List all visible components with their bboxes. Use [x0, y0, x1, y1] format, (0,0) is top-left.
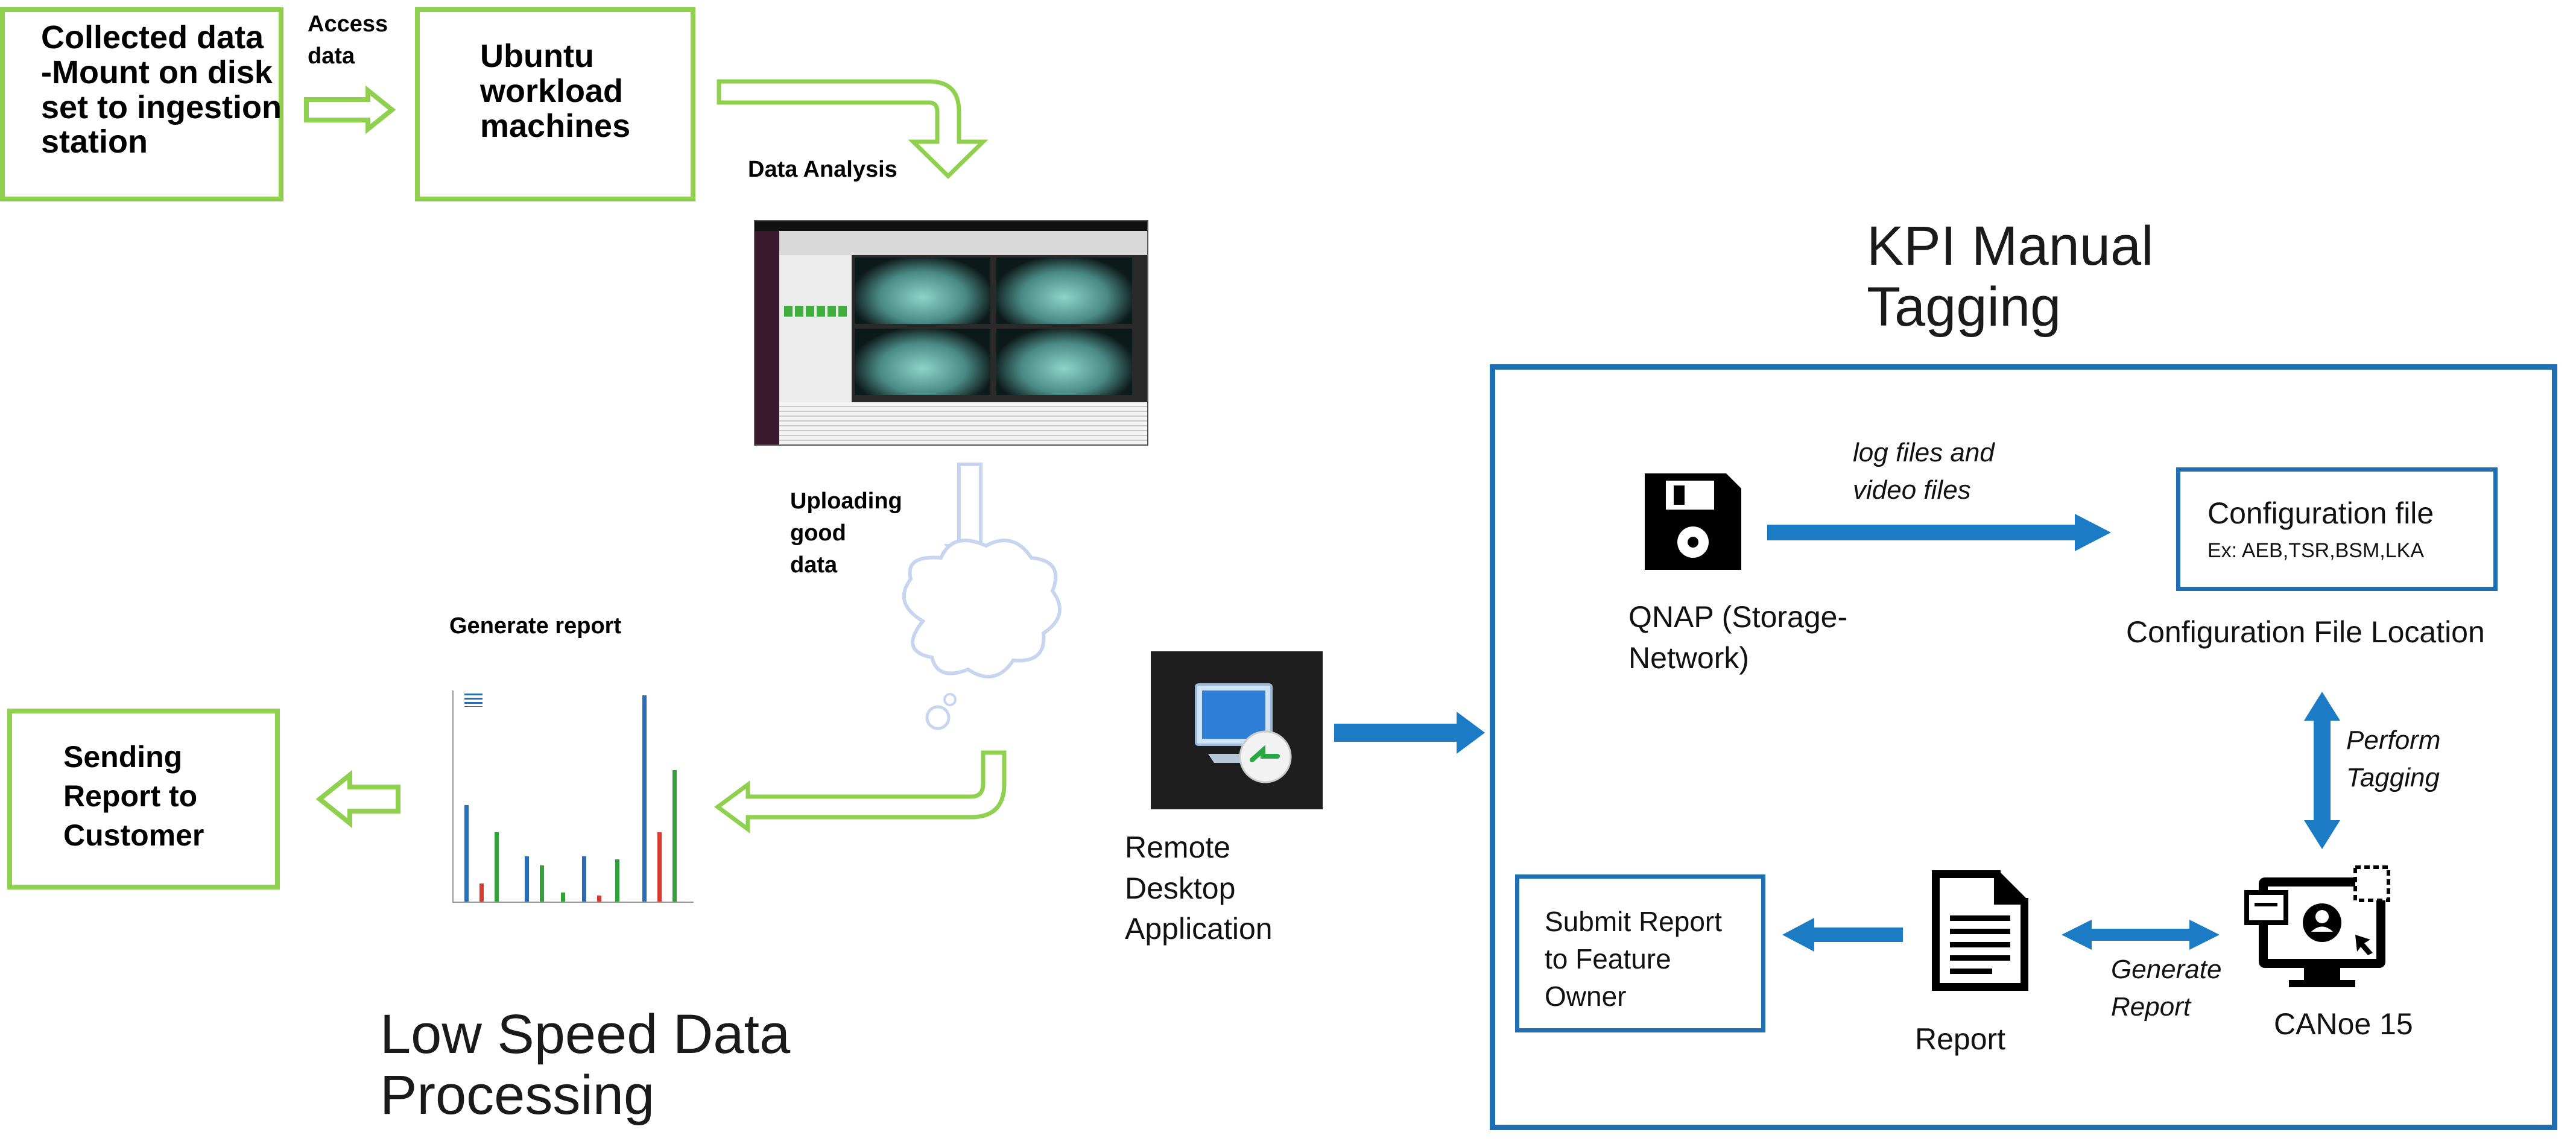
report-chart-bar — [540, 865, 544, 902]
remote-desktop-label: Remote Desktop Application — [1125, 830, 1273, 946]
blue-arrow-generate-report — [2062, 920, 2220, 950]
report-document-icon — [1929, 867, 2031, 994]
blue-arrow-remote-to-kpi — [1334, 712, 1485, 754]
report-chart-bar — [582, 856, 586, 902]
canoe-icon — [2244, 862, 2400, 992]
blue-arrow-report-to-submit — [1782, 918, 1903, 952]
report-chart-bar — [495, 832, 499, 902]
collected-data-box: Collected data -Mount on disk set to ing… — [0, 7, 283, 201]
qnap-label: QNAP (Storage-Network) — [1628, 600, 1848, 675]
report-chart-axis-x — [452, 902, 694, 903]
camera-view-4 — [996, 329, 1132, 395]
camera-view-1 — [855, 258, 990, 324]
kpi-container — [1490, 364, 2557, 1130]
blue-arrow-qnap-to-config — [1767, 514, 2111, 551]
sending-report-box: Sending Report to Customer — [7, 709, 280, 890]
submit-report-text: Submit Report to Feature Owner — [1545, 906, 1723, 1013]
collected-data-text: Collected data -Mount on disk set to ing… — [41, 19, 282, 160]
ubuntu-box: Ubuntu workload machines — [415, 7, 695, 201]
access-data-label: Access data — [308, 11, 388, 69]
configuration-file-box: Configuration file Ex: AEB,TSR,BSM,LKA — [2176, 467, 2498, 591]
screenshot-side-panel — [779, 255, 852, 406]
screenshot-log-panel — [779, 402, 1147, 444]
generate-report-kpi-label: Generate Report — [2111, 955, 2222, 1022]
canoe-label: CANoe 15 — [2274, 1007, 2413, 1041]
report-chart-legend — [464, 694, 483, 707]
report-chart-bar — [597, 896, 601, 902]
blue-arrow-perform-tagging — [2304, 692, 2340, 849]
data-analysis-label: Data Analysis — [748, 157, 897, 182]
report-chart-bar — [657, 832, 662, 902]
screenshot-titlebar — [755, 221, 1147, 231]
configuration-file-title: Configuration file — [2207, 496, 2434, 530]
floppy-disk-icon — [1639, 467, 1747, 576]
screenshot-green-buttons — [784, 306, 847, 317]
report-chart-bar — [642, 695, 647, 902]
low-speed-title: Low Speed Data Processing — [380, 1004, 791, 1127]
green-arrow-to-customer — [315, 770, 400, 829]
log-files-label: log files and video files — [1853, 438, 1995, 505]
report-chart-bar — [615, 859, 619, 902]
camera-view-3 — [855, 329, 990, 395]
kpi-title: KPI Manual Tagging — [1867, 215, 2154, 338]
cloud-bubble — [943, 693, 957, 706]
cloud-shape — [902, 539, 1062, 678]
monitor-icon — [1195, 683, 1292, 783]
report-chart-bar — [561, 893, 565, 902]
generate-report-label: Generate report — [449, 613, 622, 639]
report-chart-bar — [464, 805, 469, 902]
report-chart-bar — [479, 883, 484, 902]
screenshot-toolbar — [779, 231, 1147, 255]
report-chart-bar — [672, 770, 677, 902]
report-chart-bar — [525, 856, 529, 902]
green-arrow-access — [304, 85, 396, 134]
camera-view-2 — [996, 258, 1132, 324]
green-arrow-to-analysis — [717, 79, 989, 179]
analysis-software-screenshot — [754, 220, 1148, 446]
perform-tagging-label: Perform Tagging — [2346, 725, 2441, 792]
sending-report-text: Sending Report to Customer — [63, 740, 204, 852]
green-arrow-to-report — [714, 750, 1007, 833]
ubuntu-text: Ubuntu workload machines — [480, 38, 631, 144]
report-chart-axis-y — [452, 691, 454, 902]
submit-report-box: Submit Report to Feature Owner — [1515, 874, 1765, 1032]
uploading-label: Uploading good data — [790, 488, 902, 578]
screenshot-dock — [755, 231, 779, 444]
cloud-bubble — [925, 705, 951, 730]
configuration-file-sub: Ex: AEB,TSR,BSM,LKA — [2207, 539, 2425, 562]
report-chart-thumbnail — [446, 684, 700, 914]
configuration-location-label: Configuration File Location — [2126, 615, 2485, 649]
remote-desktop-icon — [1151, 651, 1323, 809]
report-label: Report — [1915, 1022, 2006, 1056]
